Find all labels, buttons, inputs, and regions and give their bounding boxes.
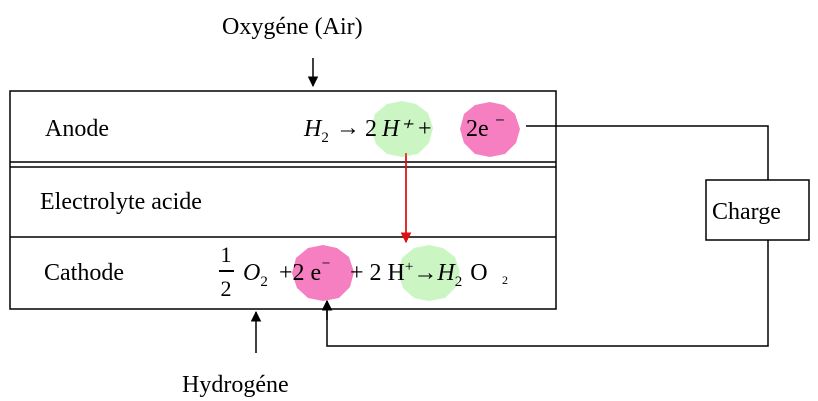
circuit-wire-top bbox=[526, 125, 769, 180]
anode-h2: H2 bbox=[304, 116, 329, 146]
circuit-wire-bottom bbox=[321, 240, 769, 347]
anode-electron-blob bbox=[460, 102, 520, 157]
charge-box bbox=[705, 179, 810, 241]
cathode-frac-num: 1 bbox=[220, 242, 232, 267]
top-gas-label: Oxygéne (Air) bbox=[222, 14, 363, 40]
cathode-o2: O2 bbox=[243, 260, 268, 290]
anode-electrons: 2e⁻ bbox=[466, 113, 506, 142]
cathode-frac-bar bbox=[219, 270, 234, 272]
electrolyte-label: Electrolyte acide bbox=[40, 189, 202, 215]
anode-plus: + bbox=[418, 116, 432, 142]
anode-coef: 2 bbox=[365, 116, 377, 142]
cathode-stray-subscript: 2 bbox=[502, 273, 508, 287]
cathode-electron-blob bbox=[292, 245, 354, 301]
cell-outer-box bbox=[9, 90, 557, 310]
anode-proton-blob bbox=[371, 101, 433, 157]
cathode-proton-blob bbox=[398, 245, 460, 301]
cathode-label: Cathode bbox=[44, 260, 124, 286]
anode-hplus: H⁺ bbox=[382, 116, 412, 142]
charge-label: Charge bbox=[712, 199, 781, 225]
bottom-gas-label: Hydrogéne bbox=[182, 372, 289, 398]
cathode-electrons: +2 e⁻ bbox=[279, 256, 331, 286]
anode-label: Anode bbox=[45, 116, 109, 142]
cathode-frac-den: 2 bbox=[220, 276, 232, 301]
anode-arrow: → bbox=[336, 115, 360, 141]
